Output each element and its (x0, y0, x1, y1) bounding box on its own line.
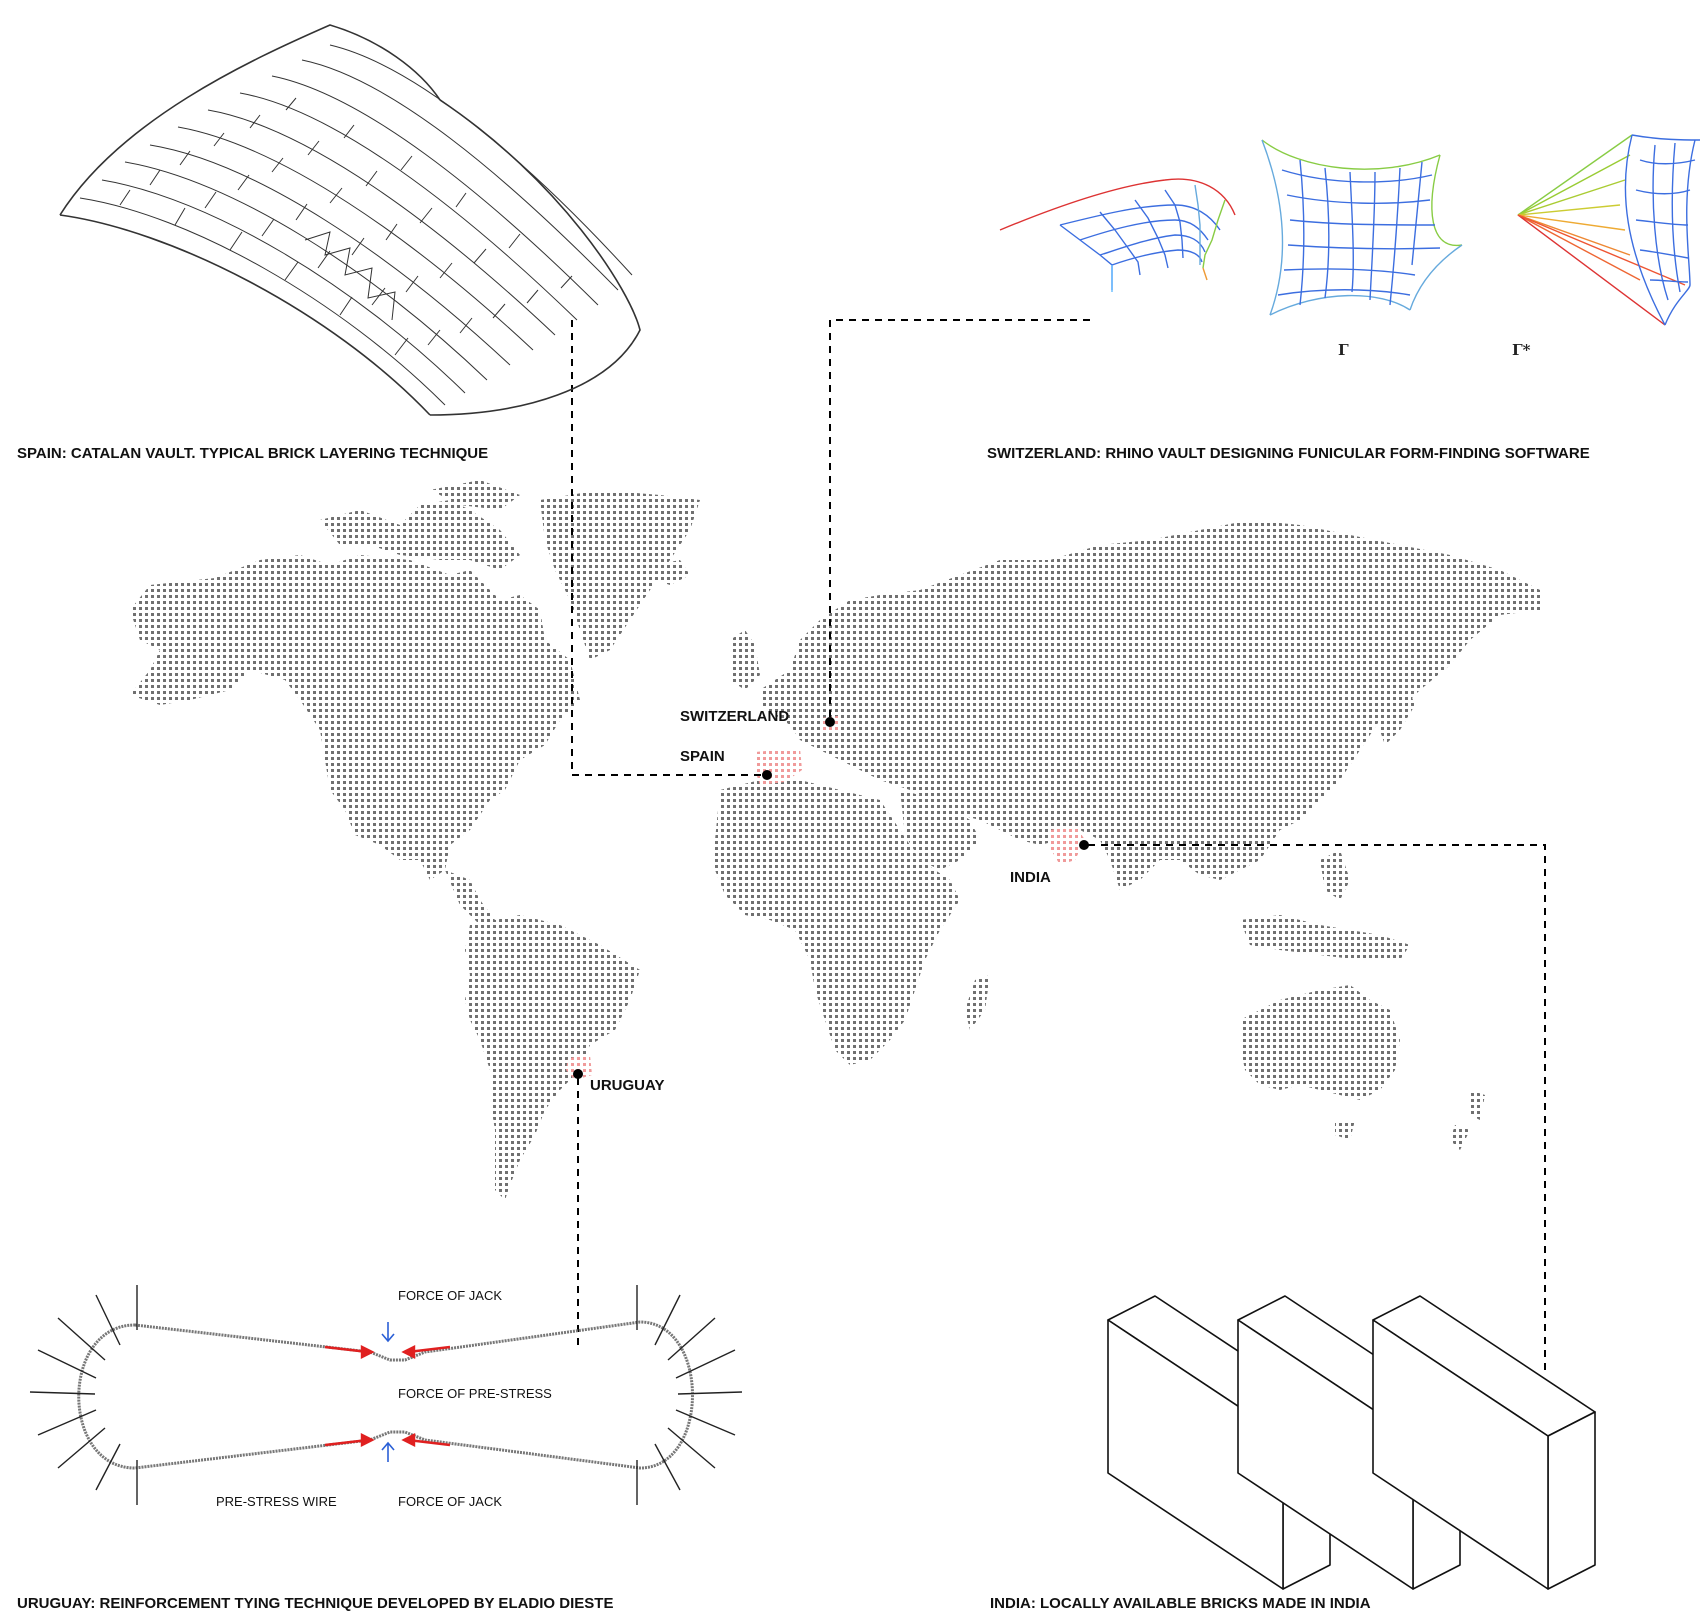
marker-uruguay (573, 1069, 583, 1079)
caption-switzerland: SWITZERLAND: RHINO VAULT DESIGNING FUNIC… (987, 445, 1590, 462)
catalan-vault-drawing (59, 24, 641, 416)
landmass-uk (730, 630, 760, 690)
leader-india (1088, 844, 1546, 1375)
label-force-of-jack-top: FORCE OF JACK (398, 1288, 502, 1303)
india-bricks-drawing (1107, 1295, 1596, 1590)
caption-uruguay: URUGUAY: REINFORCEMENT TYING TECHNIQUE D… (17, 1595, 613, 1612)
leader-switzerland (829, 319, 1090, 718)
landmass-eurasia (760, 520, 1540, 890)
landmass-central-america (445, 870, 510, 935)
landmass-south-america (465, 915, 640, 1200)
rhino-vault-forms (999, 134, 1700, 326)
landmass-africa (715, 780, 960, 1065)
marker-switzerland (825, 717, 835, 727)
rhino-label-gamma: Γ (1338, 341, 1349, 359)
landmass-japan (1378, 680, 1415, 745)
highlight-india (1050, 825, 1085, 865)
landmass-madagascar (965, 975, 990, 1030)
rhino-label-gamma-star: Γ* (1512, 341, 1531, 359)
landmass-iceland (655, 560, 690, 585)
landmass-new-zealand (1450, 1090, 1485, 1150)
caption-spain: SPAIN: CATALAN VAULT. TYPICAL BRICK LAYE… (17, 445, 488, 462)
highlight-spain (755, 748, 802, 785)
landmass-australia (1240, 985, 1400, 1100)
caption-india: INDIA: LOCALLY AVAILABLE BRICKS MADE IN … (990, 1595, 1371, 1612)
highlight-uruguay (566, 1055, 592, 1080)
label-force-of-jack-bottom: FORCE OF JACK (398, 1494, 502, 1509)
landmass-greenland (540, 490, 700, 660)
landmass-indonesia (1240, 915, 1410, 960)
marker-spain (762, 770, 772, 780)
brick-3 (1372, 1295, 1596, 1590)
landmass-arctic-islands (320, 500, 520, 570)
map-label-uruguay: URUGUAY (590, 1077, 664, 1094)
leader-spain (571, 320, 762, 776)
world-map (130, 480, 1540, 1200)
map-label-spain: SPAIN (680, 748, 725, 765)
map-label-india: INDIA (1010, 869, 1051, 886)
rhino-form-gamma (1261, 139, 1463, 316)
rhino-form-gamma-star (1517, 134, 1700, 326)
dieste-prestress-drawing (29, 1285, 743, 1505)
landmass-arabia (900, 790, 980, 870)
rhino-form-3d (999, 178, 1236, 292)
marker-india (1079, 840, 1089, 850)
label-prestress-wire: PRE-STRESS WIRE (216, 1494, 337, 1509)
label-force-of-prestress: FORCE OF PRE-STRESS (398, 1386, 552, 1401)
prestress-wire-loop (77, 1320, 694, 1470)
leader-lines (571, 319, 1546, 1375)
map-label-switzerland: SWITZERLAND (680, 708, 789, 725)
landmass-north-america (130, 555, 580, 880)
map-markers (573, 717, 1089, 1079)
